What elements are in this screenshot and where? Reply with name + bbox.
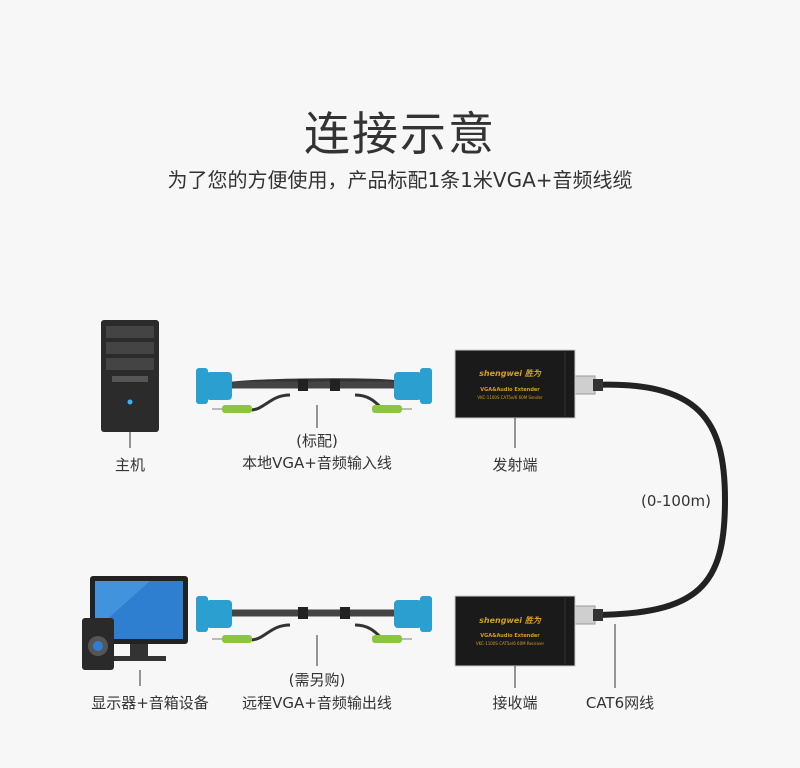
rj45-connector-top	[572, 375, 603, 395]
top-cable-note: (标配)	[296, 432, 338, 450]
network-cable-label: CAT6网线	[585, 694, 655, 712]
bottom-cable-note: (需另购)	[288, 671, 346, 689]
page-title: 连接示意	[304, 107, 496, 161]
transmitter-model: VGA&Audio Extender	[480, 387, 540, 393]
receiver-spec: VKC-1100S CAT5e/6 60M Receiver	[475, 641, 545, 646]
transmitter-brand: shengwei 胜为	[479, 369, 541, 378]
page-subtitle: 为了您的方便使用，产品标配1条1米VGA+音频线缆	[167, 168, 633, 192]
rj45-connector-bottom	[572, 605, 603, 625]
transmitter-label: 发射端	[492, 456, 538, 474]
receiver-model: VGA&Audio Extender	[480, 633, 540, 639]
cat6-cable	[589, 381, 729, 618]
transmitter-spec: VKC-1100S CAT5e/6 60M Sender	[477, 395, 543, 400]
receiver-label: 接收端	[492, 694, 538, 712]
receiver-box	[454, 595, 576, 688]
vga-audio-cable-top	[196, 368, 432, 428]
monitor-speaker-icon	[82, 576, 188, 686]
host-label: 主机	[114, 456, 146, 474]
transmitter-box	[454, 349, 576, 448]
receiver-brand: shengwei 胜为	[479, 616, 541, 625]
bottom-cable-label: 远程VGA+音频输出线	[242, 694, 392, 712]
vga-audio-cable-bottom	[196, 596, 432, 666]
distance-label: (0-100m)	[641, 492, 711, 510]
pc-tower-icon	[101, 320, 159, 448]
display-label: 显示器+音箱设备	[91, 694, 209, 712]
top-cable-label: 本地VGA+音频输入线	[242, 454, 392, 472]
